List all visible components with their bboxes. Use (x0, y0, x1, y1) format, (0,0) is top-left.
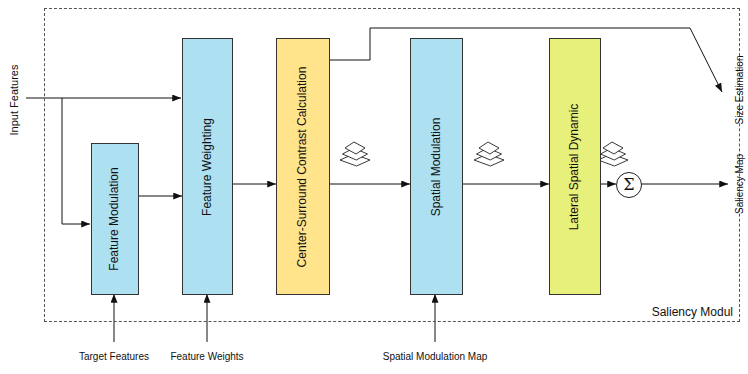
signal-label: Spatial Modulation Map (383, 351, 488, 362)
process-box: Lateral Spatial Dynamic (549, 38, 601, 295)
weights-wire (207, 294, 208, 342)
box-label: Lateral Spatial Dynamic (568, 103, 581, 230)
module-title: Saliency Modul (652, 306, 733, 319)
signal-label: Feature Weights (170, 351, 243, 362)
target-wire (114, 294, 115, 342)
spatial-map-wire (435, 294, 436, 342)
process-box: Center-Surround Contrast Calculation (276, 38, 330, 295)
sum-symbol: Σ (623, 176, 634, 194)
saliency-wire (641, 184, 728, 185)
process-box: Spatial Modulation (410, 38, 463, 295)
box-label: Center-Surround Contrast Calculation (296, 66, 309, 267)
box-label: Feature Modulation (108, 167, 121, 270)
flow-arrow (330, 184, 410, 185)
pyramid-level (345, 142, 365, 154)
flow-arrow (463, 184, 549, 185)
signal-label: Input Features (8, 65, 20, 136)
box-label: Spatial Modulation (430, 117, 443, 216)
signal-label: Size Estimation (734, 56, 745, 125)
process-box: Feature Modulation (91, 143, 139, 295)
pyramid-level (603, 142, 623, 154)
flow-arrow (601, 184, 616, 185)
box-label: Feature Weighting (201, 118, 214, 216)
input-branch-wire (62, 98, 90, 224)
size-wire (329, 28, 722, 92)
sum-circle: Σ (616, 172, 642, 198)
pyramid-level (479, 142, 499, 154)
signal-label: Target Features (79, 351, 149, 362)
input-wire (26, 98, 181, 99)
flow-arrow (139, 196, 182, 197)
flow-arrow (233, 184, 276, 185)
process-box: Feature Weighting (182, 38, 233, 295)
module-frame: Feature Modulation Feature Weighting Cente… (44, 8, 740, 322)
signal-label: Saliency Map (734, 154, 745, 214)
